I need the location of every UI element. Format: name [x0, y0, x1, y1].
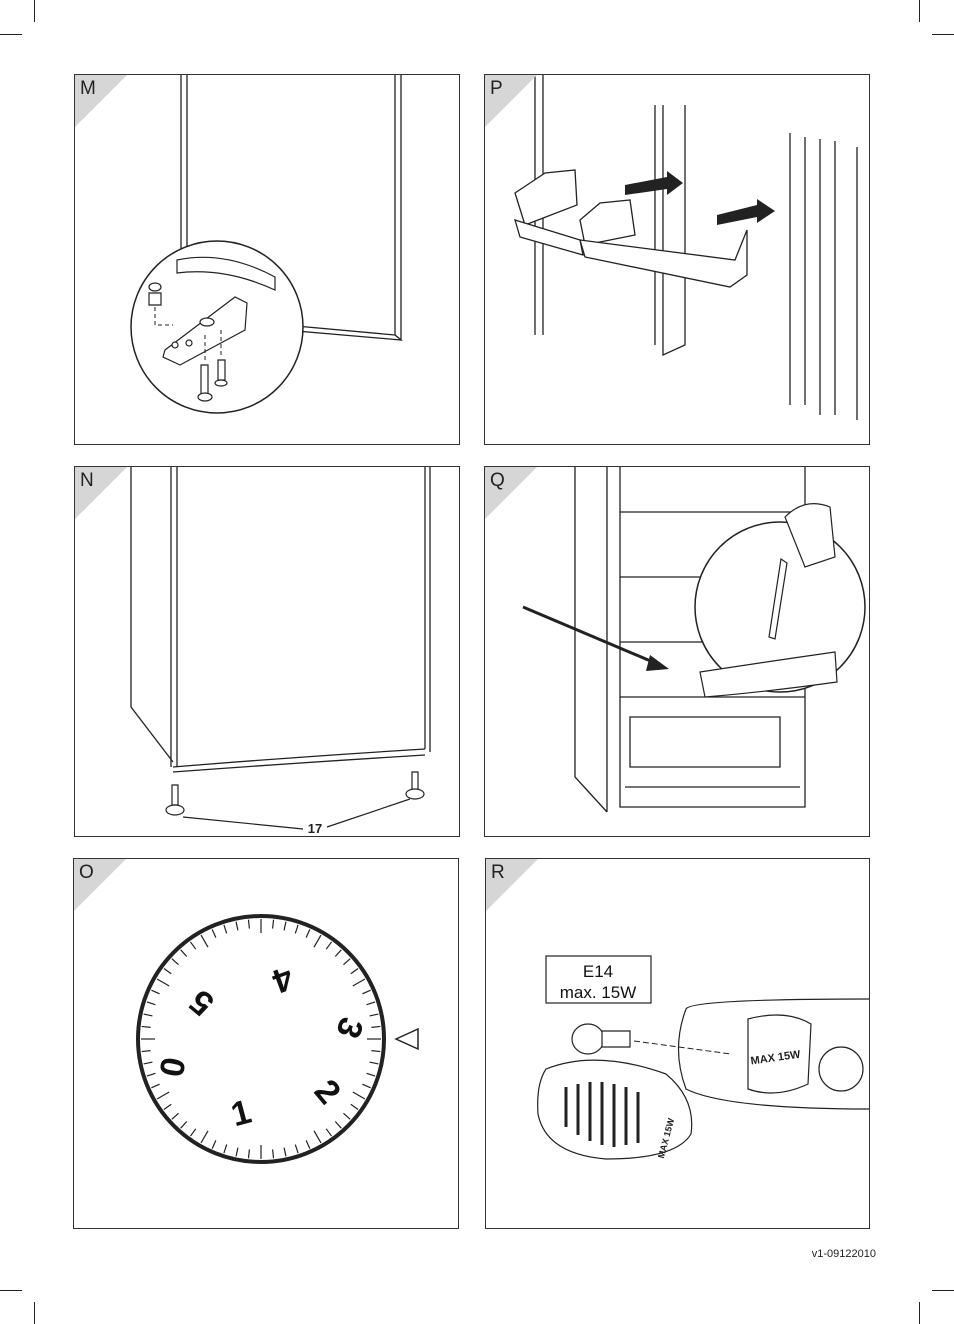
panel-n: 17 N [74, 466, 460, 837]
dial-tick [141, 1050, 151, 1053]
hinge-illustration [130, 75, 404, 414]
dial-tick [189, 1128, 197, 1137]
dial-tick [200, 1130, 209, 1144]
dial-tick [211, 1140, 217, 1149]
crop-mark [0, 1290, 22, 1291]
dial-tick [313, 1130, 322, 1144]
dial-tick [334, 1121, 342, 1129]
adjustable-feet-illustration: 17 [130, 467, 431, 836]
dial-tick [294, 1144, 299, 1154]
dial-tick [362, 1083, 371, 1089]
dial-tick [334, 949, 342, 957]
panel-q: Q [484, 466, 870, 837]
dial-tick [156, 978, 170, 987]
thermostat-dial: 0 1 2 3 4 5 [136, 914, 419, 1164]
dial-tick [180, 1121, 188, 1129]
dial-tick [156, 1091, 170, 1100]
dial-tick [200, 934, 209, 948]
panel-corner-tab [75, 75, 127, 127]
dial-tick [171, 958, 179, 966]
dial-tick [146, 1001, 156, 1006]
panel-corner-tab [74, 859, 126, 911]
dial-tick [143, 1013, 153, 1017]
panel-label: N [80, 470, 94, 491]
dial-tick [272, 919, 275, 929]
dial-tick [369, 1061, 379, 1065]
panel-corner-tab [485, 75, 537, 127]
panel-label: Q [490, 470, 505, 491]
dial-tick [283, 921, 287, 931]
dial-tick [362, 989, 371, 995]
crop-mark [919, 0, 920, 22]
dial-tick [283, 1147, 287, 1157]
panel-corner-tab [485, 467, 537, 519]
dial-tick [294, 924, 299, 934]
crop-mark [34, 1302, 35, 1324]
dial-tick [325, 941, 333, 950]
dial-tick [352, 1091, 366, 1100]
panel-corner-tab [486, 859, 538, 911]
crop-mark [932, 1290, 954, 1291]
crop-mark [0, 34, 22, 35]
dial-tick [350, 967, 359, 975]
dial-tick [247, 1149, 250, 1159]
panel-o: 0 1 2 3 4 5 O [73, 858, 459, 1229]
dial-tick [366, 1072, 376, 1077]
dial-tick [343, 958, 351, 966]
panel-m: M [74, 74, 460, 445]
dial-tick [180, 949, 188, 957]
panel-p: P [484, 74, 870, 445]
crop-mark [34, 0, 35, 22]
lamp-replacement-illustration: E14 max. 15W MAX 15W MAX 15W [537, 955, 869, 1160]
version-code: v1-09122010 [811, 1248, 876, 1260]
dial-tick [211, 929, 217, 938]
dial-tick [371, 1050, 381, 1053]
dial-tick [371, 1025, 381, 1028]
dial-indicator-icon [394, 1027, 419, 1051]
door-shelf-illustration [514, 75, 858, 420]
bulb-spec-box [545, 955, 652, 1004]
panel-label: R [491, 862, 505, 883]
dial-tick [235, 1147, 239, 1157]
dial-tick [163, 1103, 172, 1111]
dial-tick [305, 929, 311, 938]
crop-mark [919, 1302, 920, 1324]
panel-label: P [490, 78, 503, 99]
dial-tick [189, 941, 197, 950]
shelf-removal-illustration [522, 467, 866, 813]
dial-tick [352, 978, 366, 987]
dial-tick [369, 1013, 379, 1017]
dial-tick [366, 1001, 376, 1006]
dial-tick [143, 1061, 153, 1065]
dial-tick [163, 967, 172, 975]
panel-label: M [80, 78, 96, 99]
crop-mark [932, 34, 954, 35]
dial-tick [305, 1140, 311, 1149]
dial-tick [343, 1112, 351, 1120]
dial-tick [146, 1072, 156, 1077]
panel-label: O [79, 862, 94, 883]
panel-corner-tab [75, 467, 127, 519]
bulb-spec-line1: E14 [583, 962, 613, 981]
dial-tick [313, 934, 322, 948]
dial-tick [325, 1128, 333, 1137]
dial-tick [272, 1149, 275, 1159]
dial-tick [235, 921, 239, 931]
dial-tick [141, 1025, 151, 1028]
dial-tick [223, 924, 228, 934]
dial-tick [247, 919, 250, 929]
bulb-spec-line2: max. 15W [560, 983, 637, 1002]
dial-tick [223, 1144, 228, 1154]
panel-r: E14 max. 15W MAX 15W MAX 15W R [485, 858, 870, 1229]
dial-tick [171, 1112, 179, 1120]
part-number-callout: 17 [308, 821, 322, 836]
dial-tick [151, 1083, 160, 1089]
dial-tick [350, 1103, 359, 1111]
dial-tick [151, 989, 160, 995]
